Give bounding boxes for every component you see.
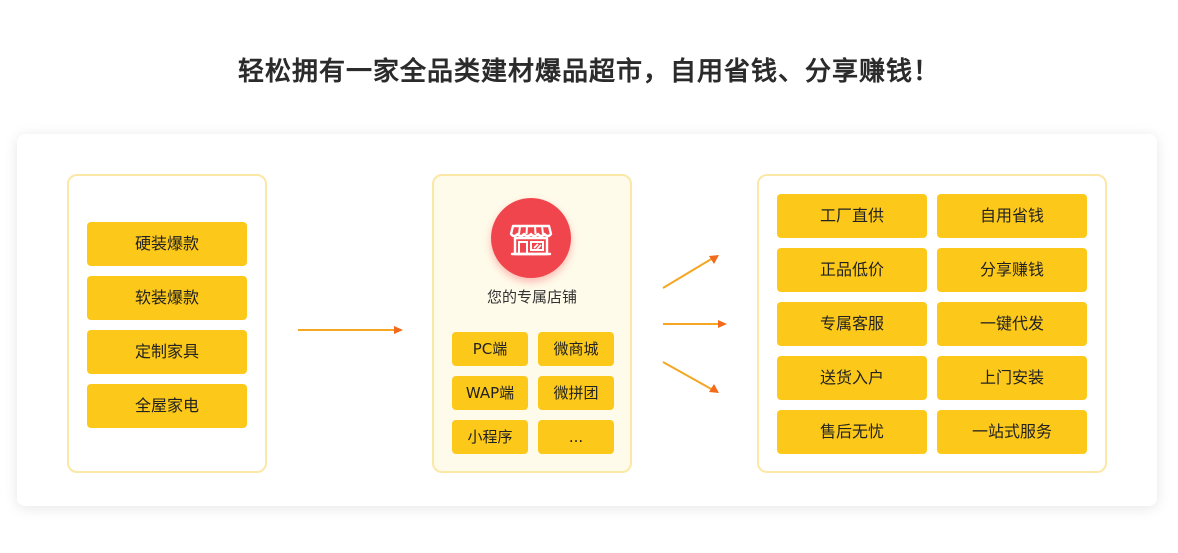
channel-item: PC端 — [452, 332, 528, 366]
channel-item: ... — [538, 420, 614, 454]
benefit-item: 一键代发 — [937, 302, 1087, 346]
category-item: 硬装爆款 — [87, 222, 247, 266]
arrow-up-right — [662, 255, 719, 289]
channel-item: 微商城 — [538, 332, 614, 366]
store-panel: 您的专属店铺 PC端 微商城 WAP端 微拼团 小程序 ... — [432, 174, 632, 473]
page-title: 轻松拥有一家全品类建材爆品超市，自用省钱、分享赚钱！ — [237, 57, 940, 87]
category-item: 定制家具 — [87, 330, 247, 374]
store-icon — [491, 198, 571, 278]
benefit-item: 上门安装 — [937, 356, 1087, 400]
benefit-item: 分享赚钱 — [937, 248, 1087, 292]
channel-item: 小程序 — [452, 420, 528, 454]
benefit-item: 售后无忧 — [777, 410, 927, 454]
channel-item: 微拼团 — [538, 376, 614, 410]
benefit-item: 专属客服 — [777, 302, 927, 346]
flow-arrows — [298, 255, 727, 393]
benefit-item: 送货入户 — [777, 356, 927, 400]
benefit-panel: 工厂直供 自用省钱 正品低价 分享赚钱 专属客服 一键代发 送货入户 上门安装 … — [757, 174, 1107, 473]
flow-card: 硬装爆款 软装爆款 定制家具 全屋家电 — [17, 134, 1157, 506]
category-item: 软装爆款 — [87, 276, 247, 320]
channel-item: WAP端 — [452, 376, 528, 410]
category-item: 全屋家电 — [87, 384, 247, 428]
arrow-to-store — [298, 326, 403, 334]
benefit-item: 自用省钱 — [937, 194, 1087, 238]
category-panel: 硬装爆款 软装爆款 定制家具 全屋家电 — [67, 174, 267, 473]
benefit-item: 一站式服务 — [937, 410, 1087, 454]
store-title: 您的专属店铺 — [486, 288, 577, 306]
arrow-right — [663, 320, 727, 328]
benefit-item: 正品低价 — [777, 248, 927, 292]
arrow-down-right — [662, 361, 719, 393]
benefit-item: 工厂直供 — [777, 194, 927, 238]
